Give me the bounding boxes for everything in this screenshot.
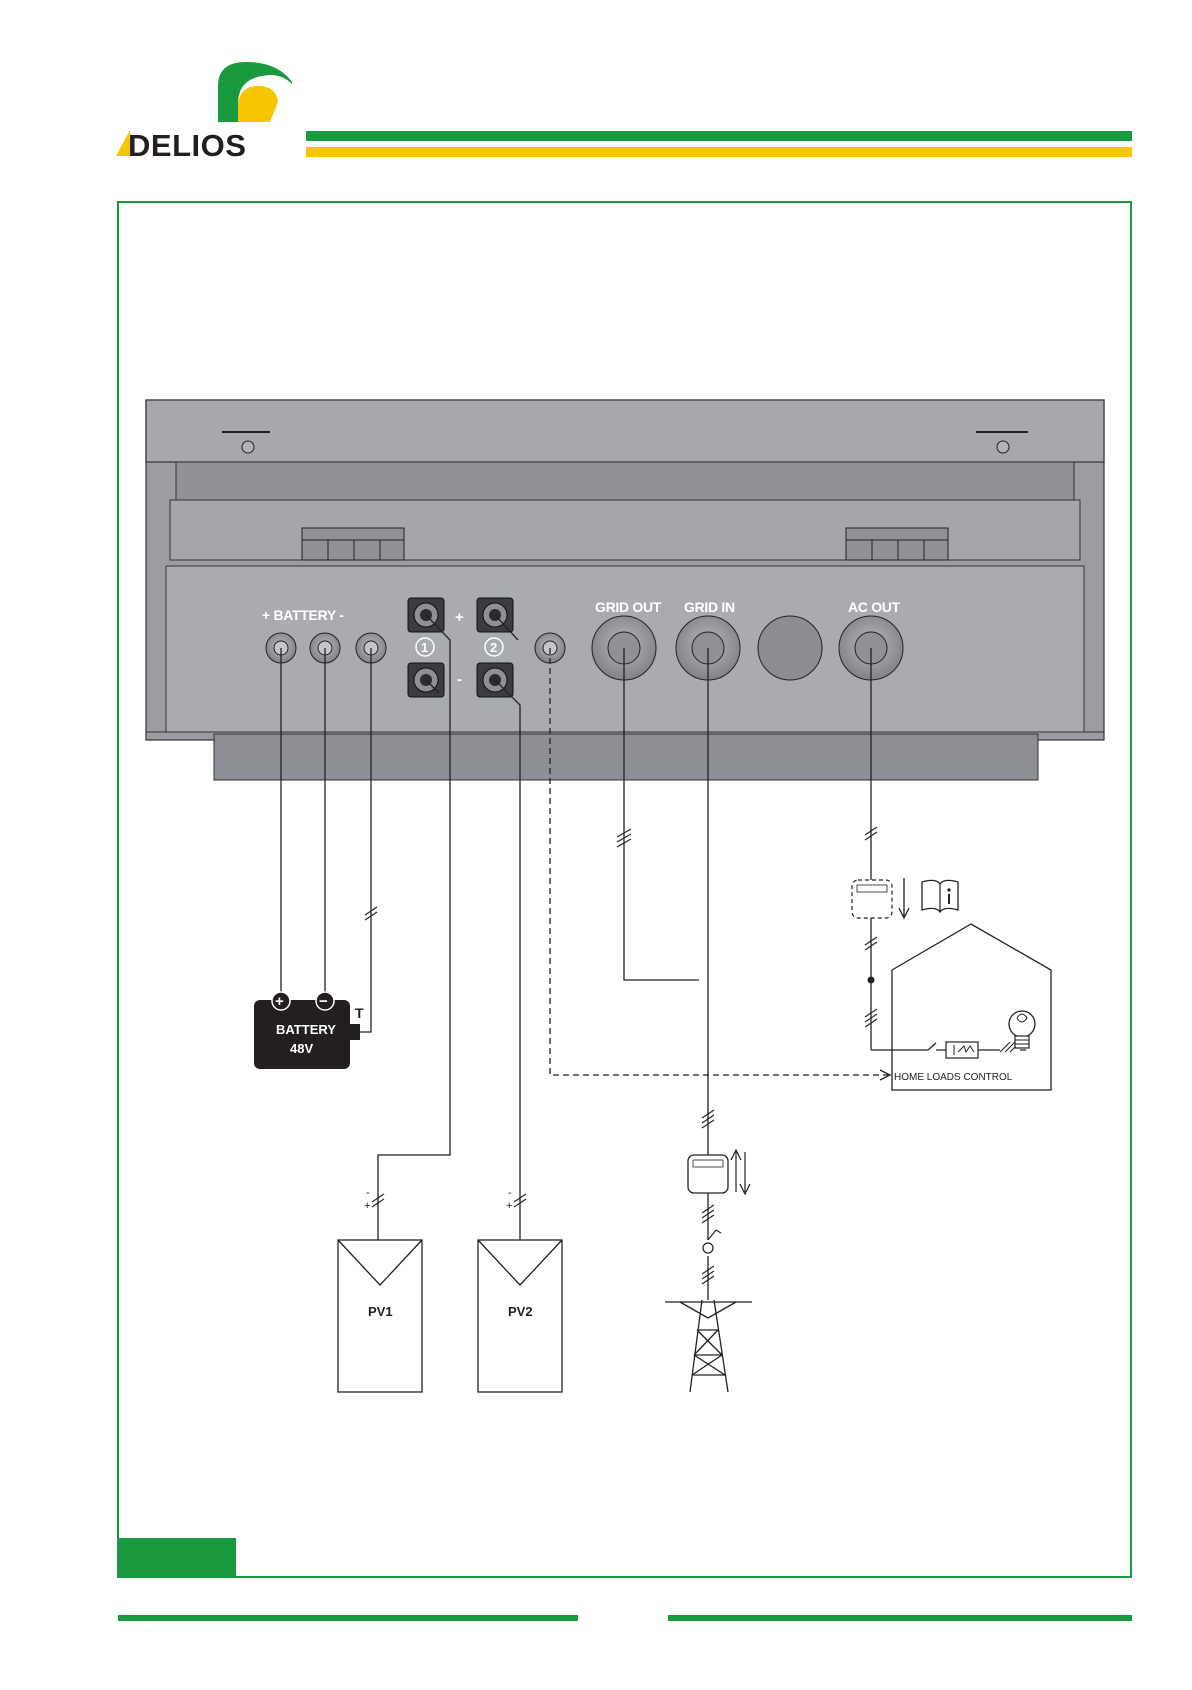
disconnect-switch-icon xyxy=(703,1230,721,1253)
ac-out-meter-icon xyxy=(852,880,892,918)
footer-stripe-left xyxy=(118,1615,578,1621)
pv1-label: PV1 xyxy=(368,1304,393,1319)
junction-dot xyxy=(868,977,875,984)
screw-right-icon xyxy=(997,441,1009,453)
screw-left-icon xyxy=(242,441,254,453)
pv-plus-label: + xyxy=(455,609,464,626)
hinge-left-icon xyxy=(302,528,404,560)
battery-voltage: 48V xyxy=(290,1041,313,1056)
grid-in-label: GRID IN xyxy=(684,599,735,615)
logo-text: DELIOS xyxy=(128,128,246,163)
blank-plug-icon xyxy=(758,616,822,680)
energy-meter-icon xyxy=(688,1155,728,1193)
pv1-polarity-plus: + xyxy=(364,1200,370,1212)
pv1-number: 1 xyxy=(421,640,428,655)
pv2-label: PV2 xyxy=(508,1304,533,1319)
battery-label: BATTERY xyxy=(276,1022,336,1037)
inverter-unit: + BATTERY - + - GRID OUT GRID IN AC OUT xyxy=(146,400,1104,780)
pv1-module: PV1 xyxy=(338,1240,422,1392)
pv2-polarity-plus: + xyxy=(506,1200,512,1212)
home-loads-control-label: HOME LOADS CONTROL xyxy=(894,1072,1013,1083)
logo-mark-icon xyxy=(218,62,292,122)
manual-info-icon xyxy=(922,880,958,912)
hinge-right-icon xyxy=(846,528,948,560)
grid-bidirectional-arrow-icon xyxy=(731,1150,750,1194)
ac-out-label: AC OUT xyxy=(848,599,901,615)
header-yellow-stripe xyxy=(306,147,1132,157)
pv2-number: 2 xyxy=(490,640,497,655)
battery-block: + − BATTERY 48V T xyxy=(254,992,364,1069)
battery-minus-symbol: − xyxy=(319,993,328,1010)
pv-minus-label: - xyxy=(457,671,462,688)
house-icon xyxy=(892,924,1051,1090)
battery-port-label: + BATTERY - xyxy=(262,607,344,623)
battery-temp-sensor xyxy=(348,1024,360,1040)
battery-plus-symbol: + xyxy=(275,993,284,1010)
delios-logo: DELIOS xyxy=(116,62,292,163)
pv2-polarity-minus: - xyxy=(508,1187,512,1199)
footer-stripe-right xyxy=(668,1615,1132,1621)
pv1-polarity-minus: - xyxy=(366,1187,370,1199)
breaker-icon xyxy=(928,1042,1000,1058)
pylon-icon xyxy=(665,1300,752,1392)
pv2-module: PV2 xyxy=(478,1240,562,1392)
ac-out-direction-arrow-icon xyxy=(899,878,909,918)
header-green-stripe xyxy=(306,131,1132,141)
grid-out-label: GRID OUT xyxy=(595,599,662,615)
battery-temp-label: T xyxy=(355,1005,364,1021)
frame-corner-tab xyxy=(118,1538,236,1578)
